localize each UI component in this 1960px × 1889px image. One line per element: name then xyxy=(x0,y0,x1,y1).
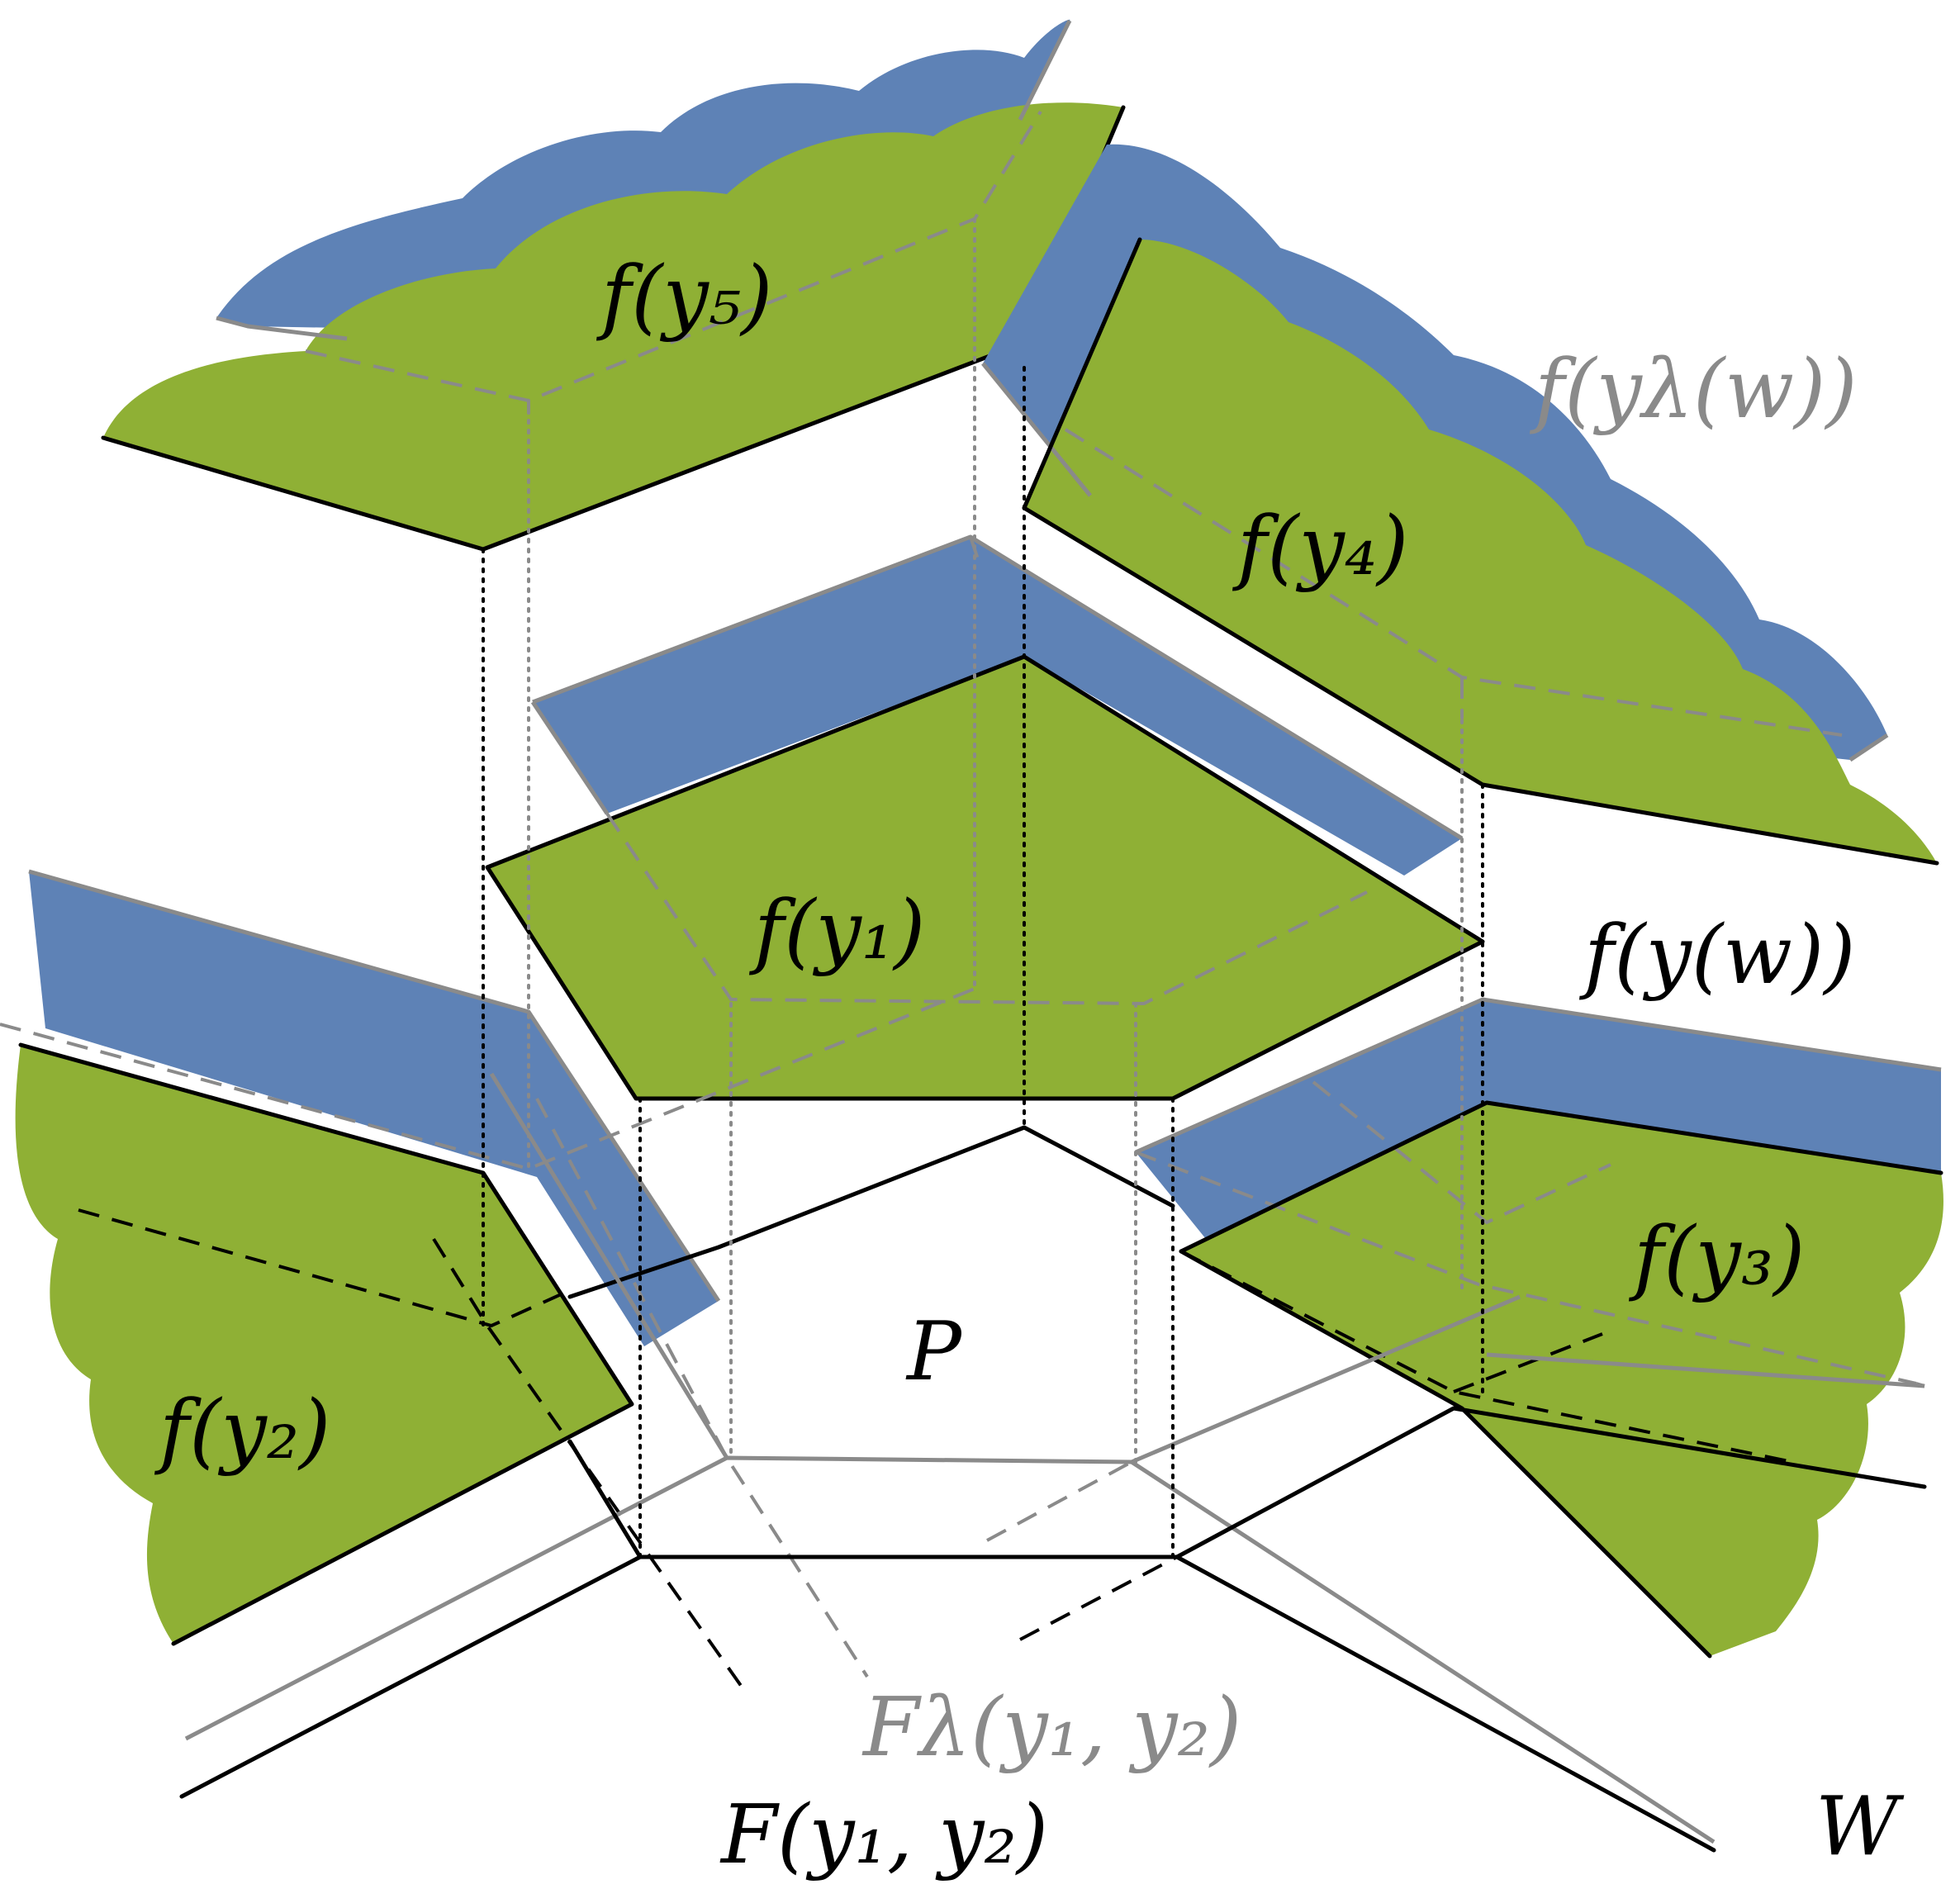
sheet-f-y2 xyxy=(0,869,1175,1691)
sheet-f-y3-lambda xyxy=(1136,999,1941,1239)
label-f-y4: f(y₄) xyxy=(1232,500,1408,594)
sheet-f-y5-base xyxy=(103,102,1123,550)
label-F-lambda: Fλ(y₁, y₂) xyxy=(861,1681,1241,1775)
label-W: W xyxy=(1815,1780,1905,1874)
label-f-y-w: f(y(w)) xyxy=(1578,909,1855,1003)
sheet-f-y3-base xyxy=(1181,1103,1943,1656)
sheet-f-y4-base xyxy=(1024,240,1937,863)
label-f-y1: f(y₁) xyxy=(748,884,925,978)
lower-lines xyxy=(179,1072,1927,1853)
label-f-y3: f(y₃) xyxy=(1628,1210,1805,1304)
label-F: F(y₁, y₂) xyxy=(719,1788,1048,1882)
sheet-f-y2-base xyxy=(15,1045,633,1644)
sheet-f-y4 xyxy=(981,144,1939,866)
sheet-f-y1 xyxy=(485,534,1485,1101)
label-f-ylambda-w: f(yλ(w)) xyxy=(1529,343,1858,437)
projection-lines xyxy=(482,217,1484,1559)
label-f-y2: f(y₂) xyxy=(154,1384,330,1478)
sheet-f-y2-lambda xyxy=(29,871,719,1346)
sheet-f-y1-base xyxy=(487,657,1483,1099)
label-P: P xyxy=(905,1305,963,1399)
sheet-f-y1-lambda xyxy=(533,537,1462,876)
label-f-y5: f(y₅) xyxy=(596,249,772,344)
sheet-f-y3 xyxy=(1134,997,1943,1659)
